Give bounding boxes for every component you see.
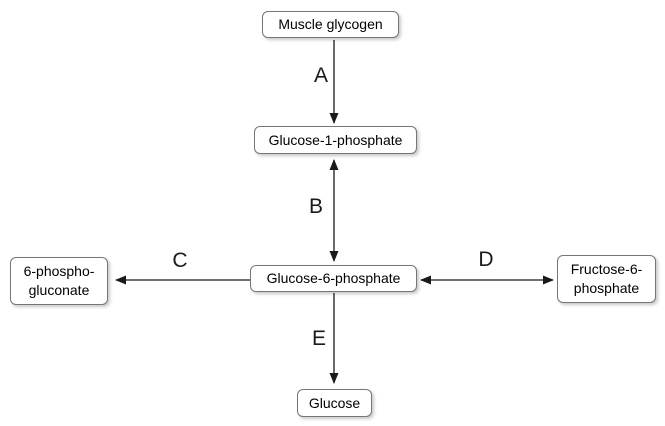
node-glucose-6-phosphate-label: Glucose-6-phosphate [266, 270, 401, 286]
node-glucose-1-phosphate: Glucose-1-phosphate [254, 126, 417, 154]
edge-label-c: C [172, 249, 188, 272]
node-6-phospho-gluconate-label-line2: gluconate [28, 282, 90, 298]
node-muscle-glycogen-label: Muscle glycogen [278, 16, 383, 32]
edge-label-e: E [311, 327, 327, 350]
node-glucose-6-phosphate: Glucose-6-phosphate [250, 265, 417, 292]
node-fructose-6-phosphate-label-line2: phosphate [573, 280, 640, 296]
edge-label-d: D [478, 248, 494, 271]
node-muscle-glycogen: Muscle glycogen [262, 11, 399, 38]
node-glucose-1-phosphate-label: Glucose-1-phosphate [268, 131, 403, 148]
node-6-phospho-gluconate: 6-phospho- gluconate [10, 257, 108, 305]
edge-label-a: A [313, 64, 329, 87]
node-fructose-6-phosphate-label-line1: Fructose-6- [570, 261, 643, 277]
node-glucose-label: Glucose [308, 394, 361, 411]
node-glucose: Glucose [297, 389, 372, 417]
node-fructose-6-phosphate: Fructose-6- phosphate [557, 255, 656, 303]
edge-label-b: B [308, 195, 324, 218]
node-6-phospho-gluconate-label-line1: 6-phospho- [23, 263, 95, 279]
